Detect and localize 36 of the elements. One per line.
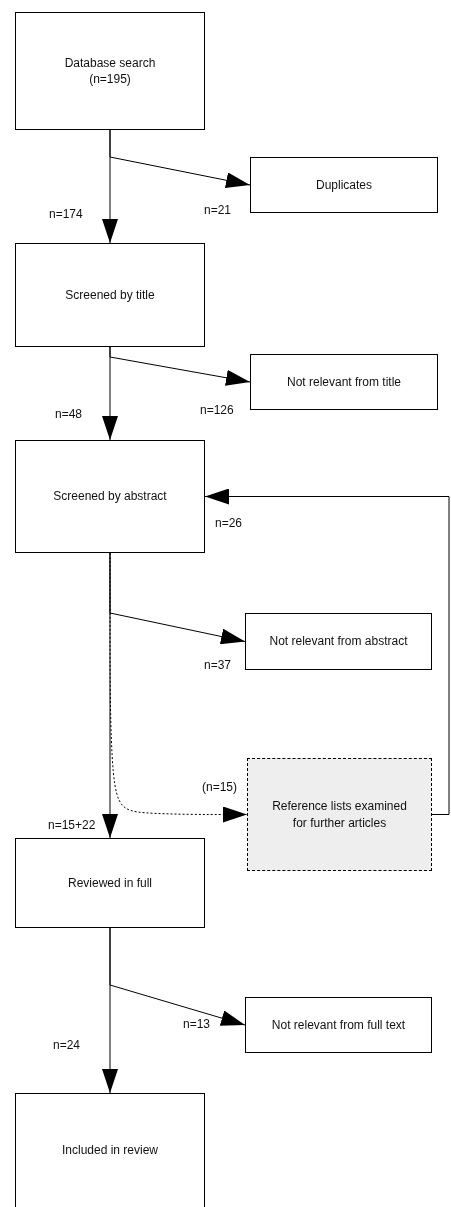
process-box: [15, 12, 205, 130]
edge-label: n=15+22: [47, 818, 97, 832]
edge-label: n=126: [199, 403, 235, 417]
box-label: Screened by title: [65, 286, 155, 304]
box-label: Screened by abstract: [53, 488, 167, 505]
arrow: [109, 552, 248, 823]
box-label: Not relevant from title: [286, 373, 401, 391]
process-box: [250, 157, 438, 213]
process-box: [250, 354, 438, 410]
process-box: [247, 758, 432, 871]
box-label: Not relevant from full text: [271, 1016, 406, 1034]
edge-label: n=48: [54, 407, 84, 421]
box-label: Not relevant from abstract: [269, 633, 408, 650]
edge-label: n=26: [214, 516, 244, 530]
box-label: Database search (n=195): [63, 54, 157, 88]
arrow: [109, 552, 246, 645]
edge-label: (n=15): [201, 780, 239, 794]
process-box: [15, 243, 205, 347]
process-box: [245, 997, 432, 1053]
arrow: [204, 488, 450, 815]
arrow: [109, 927, 246, 1026]
process-box: [245, 613, 432, 670]
arrow: [109, 346, 251, 386]
process-box: [15, 1093, 205, 1207]
process-box: [15, 440, 205, 553]
edge-label: n=13: [182, 1017, 212, 1031]
edge-label: n=24: [52, 1038, 82, 1052]
box-label: Reference lists examined for further articles: [271, 798, 408, 831]
box-label: Duplicates: [316, 176, 372, 194]
process-box: [15, 838, 205, 928]
edge-label: n=21: [203, 203, 233, 217]
box-label: Reviewed in full: [67, 874, 152, 892]
arrow: [109, 129, 251, 189]
box-label: Included in review: [61, 1142, 159, 1159]
edge-label: n=37: [203, 658, 233, 672]
edge-label: n=174: [48, 207, 84, 221]
